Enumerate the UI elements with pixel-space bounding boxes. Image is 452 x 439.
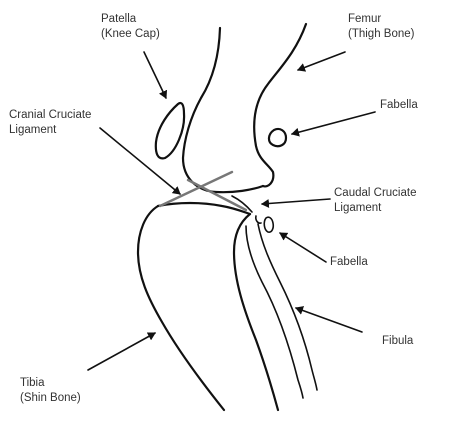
- label-cranial-cruciate: Cranial Cruciate Ligament: [9, 108, 91, 138]
- tibia-arrow: [88, 333, 155, 370]
- label-fabella-lower: Fabella: [330, 255, 368, 270]
- cranial-cruciate-ligament: [160, 172, 232, 206]
- cranial-cruciate-arrow: [100, 128, 180, 194]
- label-fabella-upper: Fabella: [380, 98, 418, 113]
- femur-bone: [183, 24, 306, 212]
- patella-arrow: [144, 52, 166, 98]
- caudal-cruciate-arrow: [262, 199, 330, 204]
- fabella-upper-arrow: [292, 112, 375, 134]
- tibia-bone: [138, 203, 278, 410]
- label-patella: Patella (Knee Cap): [101, 12, 160, 42]
- fibula-arrow: [296, 308, 362, 332]
- fabella-upper-bone: [269, 129, 286, 146]
- label-fibula: Fibula: [382, 334, 413, 349]
- label-femur: Femur (Thigh Bone): [348, 12, 414, 42]
- label-caudal-cruciate: Caudal Cruciate Ligament: [334, 186, 416, 216]
- femur-arrow: [298, 52, 345, 70]
- label-tibia: Tibia (Shin Bone): [20, 376, 81, 406]
- fabella-lower-arrow: [280, 233, 326, 262]
- fabella-lower-bone: [264, 217, 273, 232]
- patella-bone: [156, 103, 184, 158]
- fabella-lower-bone-fragment: [256, 216, 261, 223]
